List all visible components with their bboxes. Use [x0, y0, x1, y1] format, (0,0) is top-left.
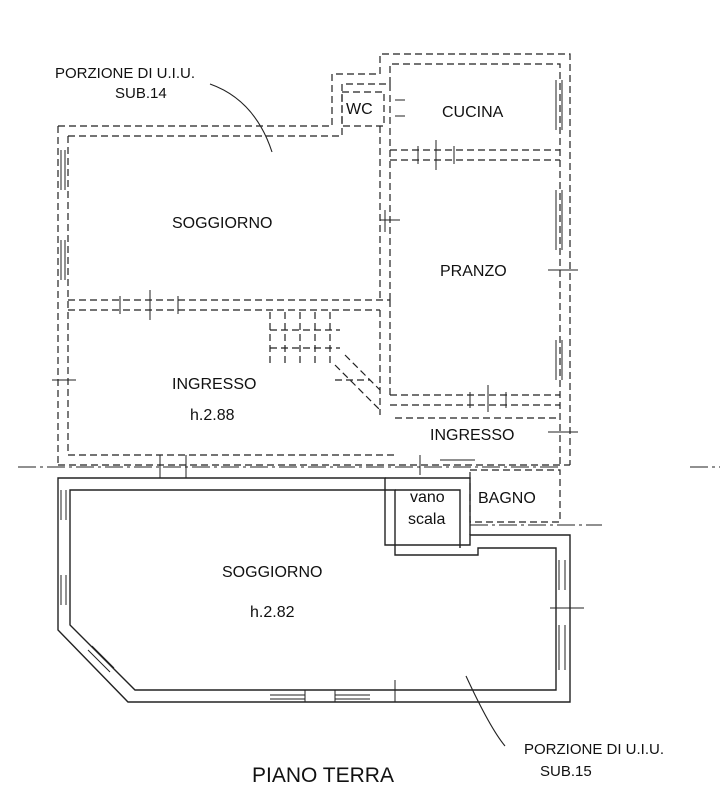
- note-sub15-line1: PORZIONE DI U.I.U.: [524, 741, 664, 758]
- room-pranzo: PRANZO: [440, 263, 507, 280]
- lower-unit-walls: [57, 477, 584, 703]
- room-ingresso-left-height: h.2.88: [190, 407, 235, 424]
- leader-sub15: [465, 675, 506, 747]
- upper-unit-walls: [52, 53, 578, 523]
- note-sub14-line2: SUB.14: [115, 85, 167, 102]
- room-ingresso-left: INGRESSO: [172, 376, 256, 393]
- room-ingresso-right: INGRESSO: [430, 427, 514, 444]
- room-bagno: BAGNO: [478, 490, 536, 507]
- leader-sub14: [209, 83, 273, 153]
- room-soggiorno-lower: SOGGIORNO: [222, 564, 322, 581]
- note-sub14-line1: PORZIONE DI U.I.U.: [55, 65, 195, 82]
- plan-title: PIANO TERRA: [252, 764, 394, 787]
- room-scala: scala: [408, 511, 445, 528]
- room-soggiorno-upper: SOGGIORNO: [172, 215, 272, 232]
- room-wc: WC: [346, 101, 373, 118]
- room-soggiorno-lower-height: h.2.82: [250, 604, 295, 621]
- room-cucina: CUCINA: [442, 104, 504, 121]
- note-sub15-line2: SUB.15: [540, 763, 592, 780]
- room-vano: vano: [410, 489, 445, 506]
